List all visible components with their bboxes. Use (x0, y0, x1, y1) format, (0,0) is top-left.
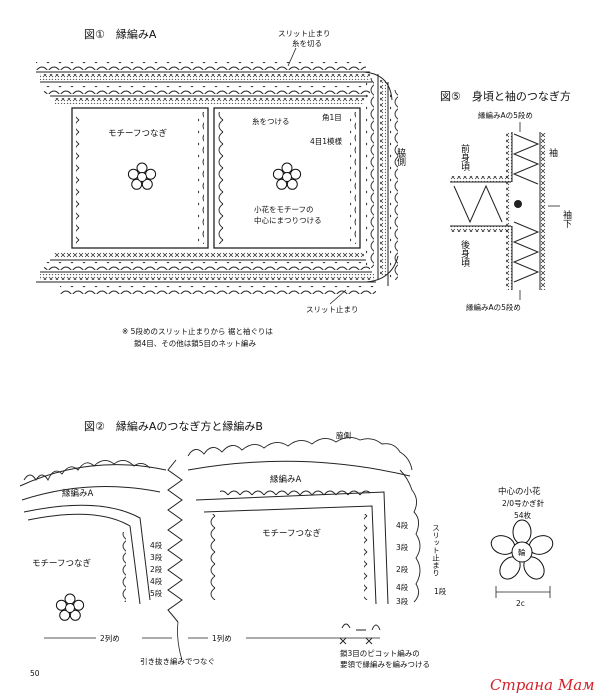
center-flower-title: 中心の小花 (498, 486, 541, 497)
figure1-edging-top (36, 62, 372, 104)
row1-label: 1段 (434, 586, 447, 596)
underarm-label: 袖下 (561, 209, 572, 229)
row-label-left: 3段 (150, 552, 163, 562)
center-flower-hook: 2/0号かぎ針 (502, 498, 545, 508)
picot-symbol (339, 623, 381, 645)
figure2-side-label: 脇側 (336, 430, 351, 440)
flower-icon (127, 162, 157, 190)
flower-icon (272, 162, 302, 190)
motif-right-label: モチーフつなぎ (262, 528, 321, 539)
small-flower-line2: 中心にまつりつける (254, 215, 322, 225)
figure5: 図⑤ 身頃と袖のつなぎ方 縁編みAの5段め 前身頃 袖 袖下 (440, 89, 572, 312)
slit-stop-wrap: スリット止まり (431, 524, 440, 577)
row-label-left: 4段 (150, 576, 163, 586)
center-ring-label: 輪 (518, 547, 526, 557)
row-label-left: 5段 (150, 588, 163, 598)
small-flower-line1: 小花をモチーフの (254, 204, 314, 214)
sleeve-label: 袖 (547, 147, 558, 158)
page-number: 50 (30, 669, 40, 678)
row-label-right: 4段 (396, 582, 409, 592)
back-body-label: 後身頃 (459, 239, 470, 268)
right-edging (187, 437, 421, 605)
figure2: 図② 縁編みAのつなぎ方と縁編みB 脇側 縁編みA モチーフつなぎ (19, 419, 447, 669)
row-label-right: 4段 (396, 520, 409, 530)
side-label: 脇側 (395, 148, 406, 166)
center-flower-size: 2c (516, 599, 525, 608)
side-label-vertical: 脇側 (395, 148, 406, 166)
row-label-left: 4段 (150, 540, 163, 550)
row4-double-label: 4目1模様 (310, 136, 343, 146)
slit-stop-bottom-label: スリット止まり (306, 304, 359, 314)
picot-line1: 鎖3目のピコット編みの (340, 648, 420, 658)
slip-connect-label: 引き抜き編みでつなぐ (140, 656, 215, 666)
figure5-title: 図⑤ 身頃と袖のつなぎ方 (440, 89, 571, 103)
edge-a-left-label: 縁編みA (62, 488, 94, 499)
left-edging (19, 460, 167, 605)
row-label-right: 3段 (396, 542, 409, 552)
row-label-left: 2段 (150, 564, 163, 574)
picot-line2: 要領で縁編みを編みつける (340, 659, 430, 669)
corner-row1-label: 角1目 (322, 112, 342, 122)
figure2-title: 図② 縁編みAのつなぎ方と縁編みB (84, 419, 263, 433)
center-flower-diagram: 中心の小花 2/0号かぎ針 54枚 輪 2c (490, 486, 554, 608)
center-flower-icon: 輪 (490, 519, 554, 580)
note-line1: ※ 5段めのスリット止まりから 裾と袖ぐりは (122, 326, 273, 336)
edge-top-label: 縁編みAの5段め (478, 110, 533, 120)
joining-chain (167, 459, 183, 661)
row-1st-label: 1列め (212, 633, 232, 643)
cut-yarn-label: 糸を切る (292, 38, 322, 48)
slit-stop-label: スリット止まり (431, 524, 440, 577)
figure1-motif-right (213, 107, 361, 249)
figure1-title: 図① 縁編みA (84, 27, 157, 41)
attach-yarn-label: 糸をつける (252, 116, 290, 126)
figure1: 図① 縁編みA (36, 27, 406, 348)
note-line2: 鎖4目、その他は鎖5目のネット編み (134, 338, 257, 348)
edge-bottom-label: 縁編みAの5段め (466, 302, 521, 312)
back-body-label-wrap: 後身頃 (459, 239, 470, 268)
row-label-right: 3段 (396, 596, 409, 606)
slit-stop-top-label: スリット止まり (278, 28, 331, 38)
figure1-edging-right (363, 71, 399, 286)
center-flower-count: 54枚 (514, 510, 532, 520)
motif-connect-label: モチーフつなぎ (108, 128, 167, 139)
figure1-motif-left (71, 107, 209, 249)
front-body-label-wrap: 前身頃 (459, 143, 470, 172)
edge-a-right-label: 縁編みA (270, 474, 302, 485)
figure1-edging-bottom (36, 252, 376, 294)
watermark-logo: Страна Мам (490, 676, 595, 694)
body-edging (450, 176, 522, 232)
row-label-right: 2段 (396, 564, 409, 574)
sleeve-label-wrap: 袖 (547, 147, 558, 158)
underarm-label-wrap: 袖下 (561, 209, 572, 229)
front-body-label: 前身頃 (459, 143, 470, 172)
motif-left-label: モチーフつなぎ (32, 558, 91, 569)
row-2nd-label: 2列め (100, 633, 120, 643)
flower-icon (55, 593, 85, 621)
